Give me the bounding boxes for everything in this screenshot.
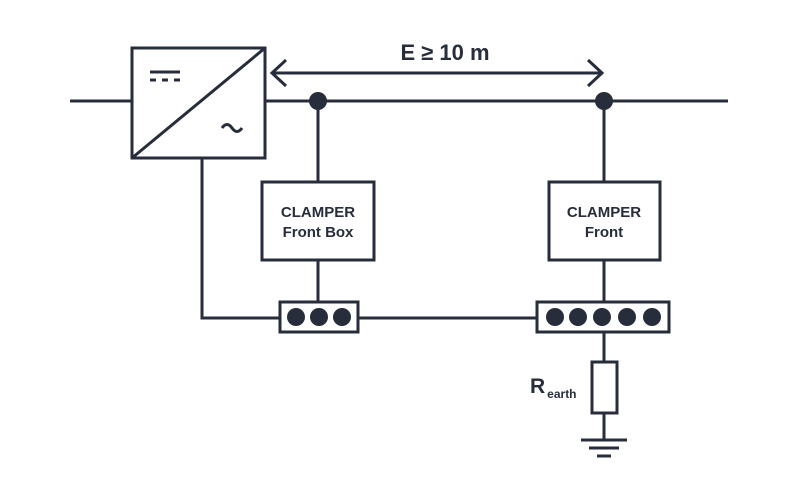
terminal-dot [643, 308, 661, 326]
terminal-dot [310, 308, 328, 326]
dc-symbol-icon [150, 70, 180, 82]
resistor-label-sub: earth [547, 387, 576, 401]
ac-symbol-icon [220, 123, 244, 133]
terminal-dot [569, 308, 587, 326]
terminal-dot [333, 308, 351, 326]
terminal-dot [593, 308, 611, 326]
clamper-front-box: CLAMPER Front Box [260, 180, 376, 262]
clamper-front-line1: CLAMPER [567, 204, 641, 221]
clamper-front: CLAMPER Front [547, 180, 662, 262]
terminal-block-small [278, 300, 360, 334]
terminal-dot [287, 308, 305, 326]
earth-resistor [590, 360, 619, 415]
distance-label: E ≥ 10 m [400, 40, 489, 65]
terminal-block-large [535, 300, 671, 334]
clamper-front-box-line2: Front Box [283, 224, 354, 241]
terminal-dot [546, 308, 564, 326]
inverter-symbol [130, 46, 267, 160]
terminal-dot [618, 308, 636, 326]
clamper-front-line2: Front [585, 224, 623, 241]
clamper-front-box-line1: CLAMPER [281, 204, 355, 221]
resistor-label-main: R [530, 375, 545, 398]
ground-icon [581, 438, 627, 458]
inverter-ground-line [200, 158, 280, 320]
distance-arrow [269, 58, 605, 88]
